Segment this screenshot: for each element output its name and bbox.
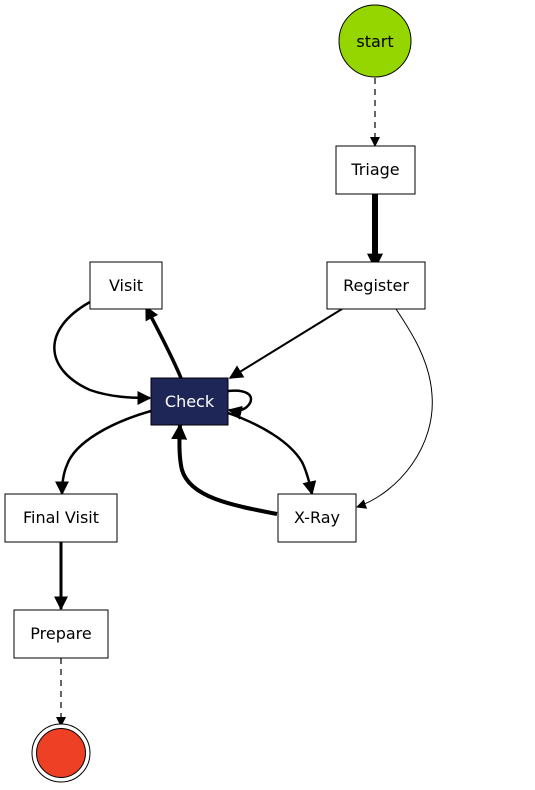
edge-register-to-check xyxy=(228,308,343,379)
node-visit[interactable]: Visit xyxy=(89,261,163,310)
nodes: start Triage Register Visit Check Final … xyxy=(4,4,426,783)
node-check[interactable]: Check xyxy=(150,377,229,426)
edge-check-self-loop xyxy=(227,389,253,420)
node-xray[interactable]: X-Ray xyxy=(277,493,357,543)
triage-label: Triage xyxy=(350,160,399,179)
edge-xray-to-check xyxy=(171,423,278,516)
visit-label: Visit xyxy=(109,276,143,295)
triage-box xyxy=(335,145,416,195)
check-box xyxy=(150,377,229,426)
prepare-label: Prepare xyxy=(30,624,91,643)
xray-label: X-Ray xyxy=(294,508,340,527)
prepare-box xyxy=(13,609,109,659)
start-circle xyxy=(338,4,412,78)
edge-check-to-final-visit xyxy=(55,409,152,496)
check-label: Check xyxy=(165,392,215,411)
node-final-visit[interactable]: Final Visit xyxy=(4,493,118,543)
node-prepare[interactable]: Prepare xyxy=(13,609,109,659)
node-register[interactable]: Register xyxy=(326,261,426,310)
node-start[interactable]: start xyxy=(338,4,412,78)
node-end[interactable] xyxy=(31,723,91,783)
final-visit-label: Final Visit xyxy=(23,508,99,527)
node-triage[interactable]: Triage xyxy=(335,145,416,195)
end-inner-circle xyxy=(36,728,86,778)
edge-check-to-xray xyxy=(227,411,317,496)
xray-box xyxy=(277,493,357,543)
final-visit-box xyxy=(4,493,118,543)
register-box xyxy=(326,261,426,310)
edge-register-to-xray xyxy=(356,308,433,509)
visit-box xyxy=(89,261,163,310)
start-label: start xyxy=(356,32,393,51)
edges xyxy=(53,78,433,727)
edge-visit-to-check xyxy=(53,300,152,405)
edge-check-to-visit xyxy=(144,305,183,379)
register-label: Register xyxy=(343,276,409,295)
